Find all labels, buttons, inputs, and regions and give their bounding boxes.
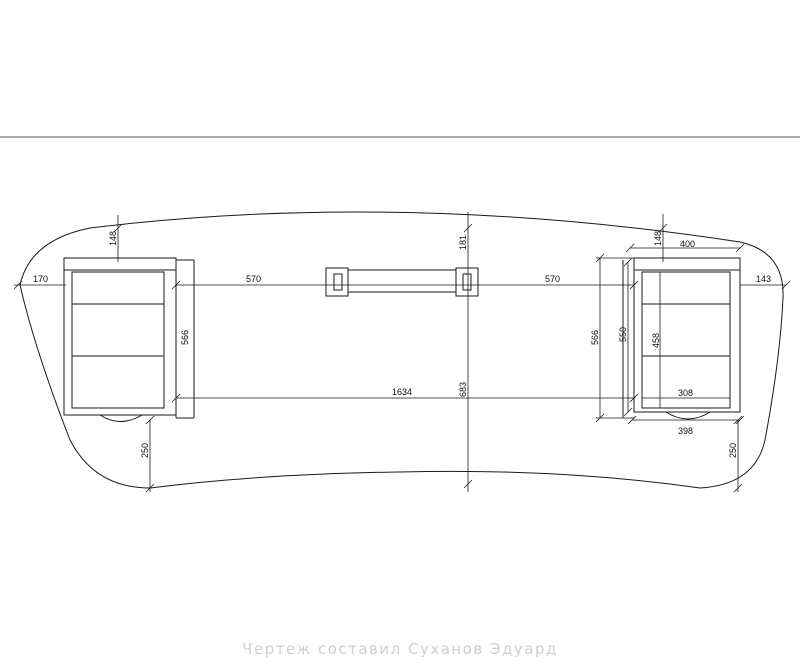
dim-cabinet-height-inner: 550 [618,327,628,342]
dim-overhang-left: 170 [33,274,48,284]
dimension-lines [14,212,790,492]
center-brackets [326,268,478,296]
dim-base-width: 398 [678,426,693,436]
dim-bottom-left: 250 [140,443,150,458]
dim-span-left: 570 [246,274,261,284]
dim-top-width: 400 [680,239,695,249]
dim-center-offset: 181 [458,235,468,250]
dim-overhang-right: 143 [756,274,771,284]
right-pedestal [623,258,740,419]
dim-cabinet-height-right: 566 [590,330,600,345]
dim-inner-width: 308 [678,388,693,398]
dim-depth-top-right: 148 [653,231,663,246]
dim-cabinet-height-left: 566 [180,330,190,345]
dim-span-right: 570 [545,274,560,284]
dim-width-between: 1634 [392,387,412,397]
dim-cabinet-inner: 458 [651,333,661,348]
dim-total-depth: 683 [458,382,468,397]
dim-depth-top-left: 148 [108,231,118,246]
dim-bottom-right: 250 [728,443,738,458]
left-pedestal [64,258,194,422]
author-watermark: Чертеж составил Суханов Эдуард [242,640,558,658]
desktop-outline [20,212,783,488]
